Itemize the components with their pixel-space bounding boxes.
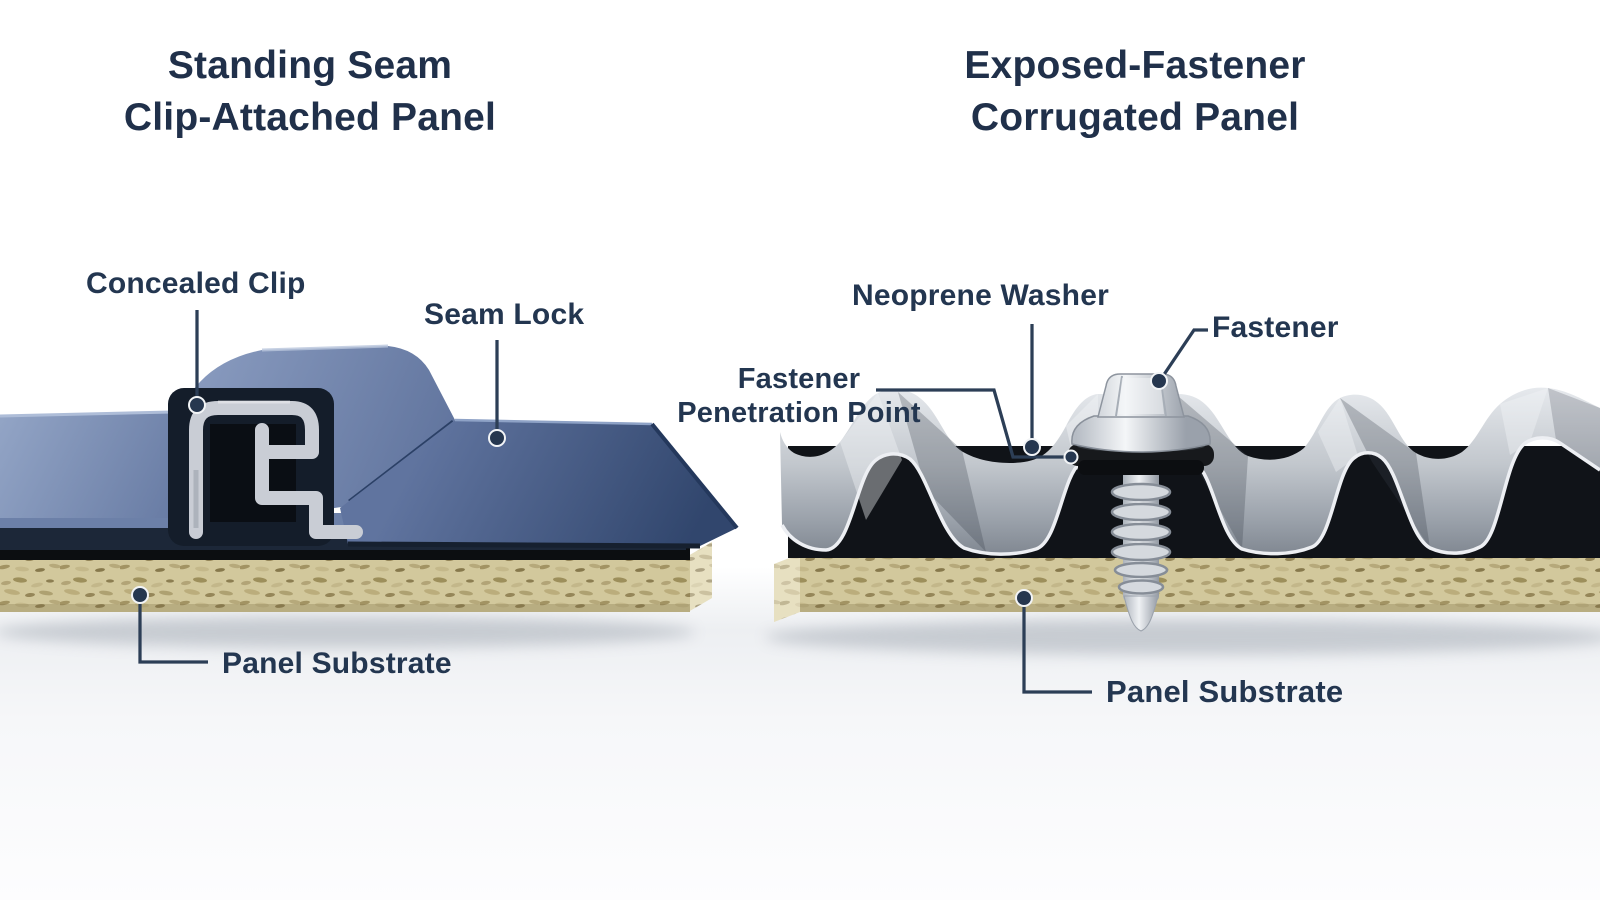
screw-graphic xyxy=(1110,468,1172,632)
right-title-line2: Corrugated Panel xyxy=(970,96,1300,139)
seam-lock-label: Seam Lock xyxy=(424,298,585,331)
right-title-line1: Exposed-Fastener xyxy=(964,44,1306,87)
left-title-line1: Standing Seam xyxy=(167,44,453,87)
seam-rib-top-highlight xyxy=(261,344,389,352)
left-panel-title: Standing Seam Clip-Attached Panel xyxy=(55,40,565,144)
seam-lock-panel xyxy=(340,420,737,546)
panel-substrate-right-leader xyxy=(1022,604,1092,694)
fastener-label: Fastener xyxy=(1212,311,1339,344)
panel-substrate-left-leader xyxy=(138,601,208,664)
standing-seam-assembly-graphic xyxy=(0,344,739,612)
seam-lock-bottom-edge xyxy=(347,541,701,549)
right-panel-title: Exposed-Fastener Corrugated Panel xyxy=(880,40,1390,144)
leader-lines xyxy=(138,310,1208,694)
corrugated-sheet-graphic xyxy=(780,387,1600,556)
fastener-penetration-leader xyxy=(876,388,1068,459)
neoprene-washer-label: Neoprene Washer xyxy=(852,279,1109,312)
fastener-penetration-line1: Fastener xyxy=(737,363,861,395)
panel-substrate-left-label: Panel Substrate xyxy=(222,647,452,680)
panel-substrate-left-dot xyxy=(131,586,149,604)
underlayment-left xyxy=(0,548,690,560)
concealed-clip-dot xyxy=(188,396,206,414)
fastener-penetration-label: Fastener Penetration Point xyxy=(649,362,949,430)
seam-lock-dot xyxy=(488,429,506,447)
left-pan-edge-highlight xyxy=(0,410,173,418)
panel-substrate-left-graphic xyxy=(0,542,712,612)
ground-shadows xyxy=(0,616,1600,655)
neoprene-washer-dot xyxy=(1023,438,1041,456)
seam-lock-far-edge xyxy=(454,418,653,426)
corrugated-assembly-graphic xyxy=(774,373,1600,632)
concealed-clip-label: Concealed Clip xyxy=(86,267,306,300)
fastener-leader xyxy=(1159,328,1208,380)
panel-substrate-right-label: Panel Substrate xyxy=(1106,674,1344,709)
fastener-penetration-line2: Penetration Point xyxy=(677,397,921,429)
panel-substrate-right-dot xyxy=(1015,589,1033,607)
left-pan-panel xyxy=(0,412,172,518)
leader-dots xyxy=(131,372,1168,607)
concealed-clip-graphic xyxy=(168,388,363,546)
left-title-line2: Clip-Attached Panel xyxy=(123,96,497,139)
fastener-dot xyxy=(1150,372,1168,390)
panel-substrate-right-graphic xyxy=(774,554,1600,622)
seam-lock-right-edge xyxy=(650,422,739,530)
fastener-penetration-dot xyxy=(1063,449,1079,465)
